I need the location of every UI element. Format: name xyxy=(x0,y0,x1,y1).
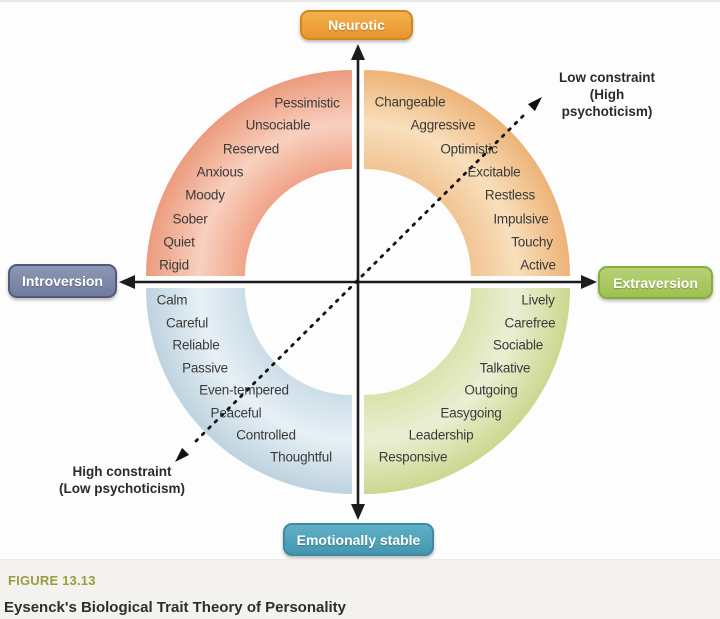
quadrant-upper-right-ring xyxy=(364,70,570,276)
trait-label: Optimistic xyxy=(440,141,498,157)
figure-caption: FIGURE 13.13 Eysenck's Biological Trait … xyxy=(0,559,720,619)
trait-label: Responsive xyxy=(378,449,448,465)
trait-label: Reliable xyxy=(172,337,220,353)
axis-label-neurotic: Neurotic xyxy=(300,10,413,40)
arrow-down-icon xyxy=(351,504,365,520)
arrow-lower-left-icon xyxy=(175,447,190,462)
trait-label: Quiet xyxy=(163,234,195,250)
quadrant-lower-left-ring xyxy=(146,288,352,494)
trait-label: Peaceful xyxy=(210,405,262,421)
axis-label-introversion: Introversion xyxy=(8,264,117,298)
trait-label: Active xyxy=(520,257,556,273)
trait-label: Easygoing xyxy=(440,405,502,421)
trait-label: Excitable xyxy=(467,164,521,180)
trait-label: Moody xyxy=(185,187,225,203)
trait-label: Reserved xyxy=(222,141,280,157)
trait-label: Touchy xyxy=(511,234,553,250)
arrow-left-icon xyxy=(119,275,135,289)
trait-label: Changeable xyxy=(374,94,446,110)
axis-label-emotionally-stable: Emotionally stable xyxy=(283,523,434,556)
figure-title: Eysenck's Biological Trait Theory of Per… xyxy=(4,599,347,616)
figure-number: FIGURE 13.13 xyxy=(8,573,96,588)
trait-label: Careful xyxy=(165,315,209,331)
trait-label: Aggressive xyxy=(410,117,476,133)
trait-label: Restless xyxy=(484,187,536,203)
arrow-up-icon xyxy=(351,44,365,60)
quadrant-lower-right-ring xyxy=(364,288,570,494)
trait-label: Talkative xyxy=(479,360,531,376)
trait-label: Unsociable xyxy=(245,117,311,133)
trait-label: Sociable xyxy=(492,337,544,353)
trait-label: Sober xyxy=(172,211,208,227)
quadrant-upper-left-ring xyxy=(146,70,352,276)
high-constraint-label: High constraint (Low psychoticism) xyxy=(58,464,185,496)
trait-label: Controlled xyxy=(236,427,296,443)
trait-label: Even-tempered xyxy=(199,382,289,398)
axis-label-extraversion: Extraversion xyxy=(598,266,713,299)
trait-label: Carefree xyxy=(504,315,556,331)
circumplex-diagram xyxy=(119,44,597,520)
arrow-right-icon xyxy=(581,275,597,289)
trait-label: Rigid xyxy=(159,257,189,273)
trait-label: Leadership xyxy=(408,427,474,443)
trait-label: Calm xyxy=(156,292,188,308)
trait-label: Anxious xyxy=(196,164,244,180)
trait-label: Lively xyxy=(521,292,555,308)
trait-label: Impulsive xyxy=(493,211,549,227)
trait-label: Outgoing xyxy=(464,382,518,398)
trait-label: Thoughtful xyxy=(270,449,332,465)
trait-label: Pessimistic xyxy=(274,95,340,111)
arrow-upper-right-icon xyxy=(527,97,542,112)
trait-label: Passive xyxy=(182,360,228,376)
low-constraint-label: Low constraint (High psychoticism) xyxy=(558,70,655,119)
